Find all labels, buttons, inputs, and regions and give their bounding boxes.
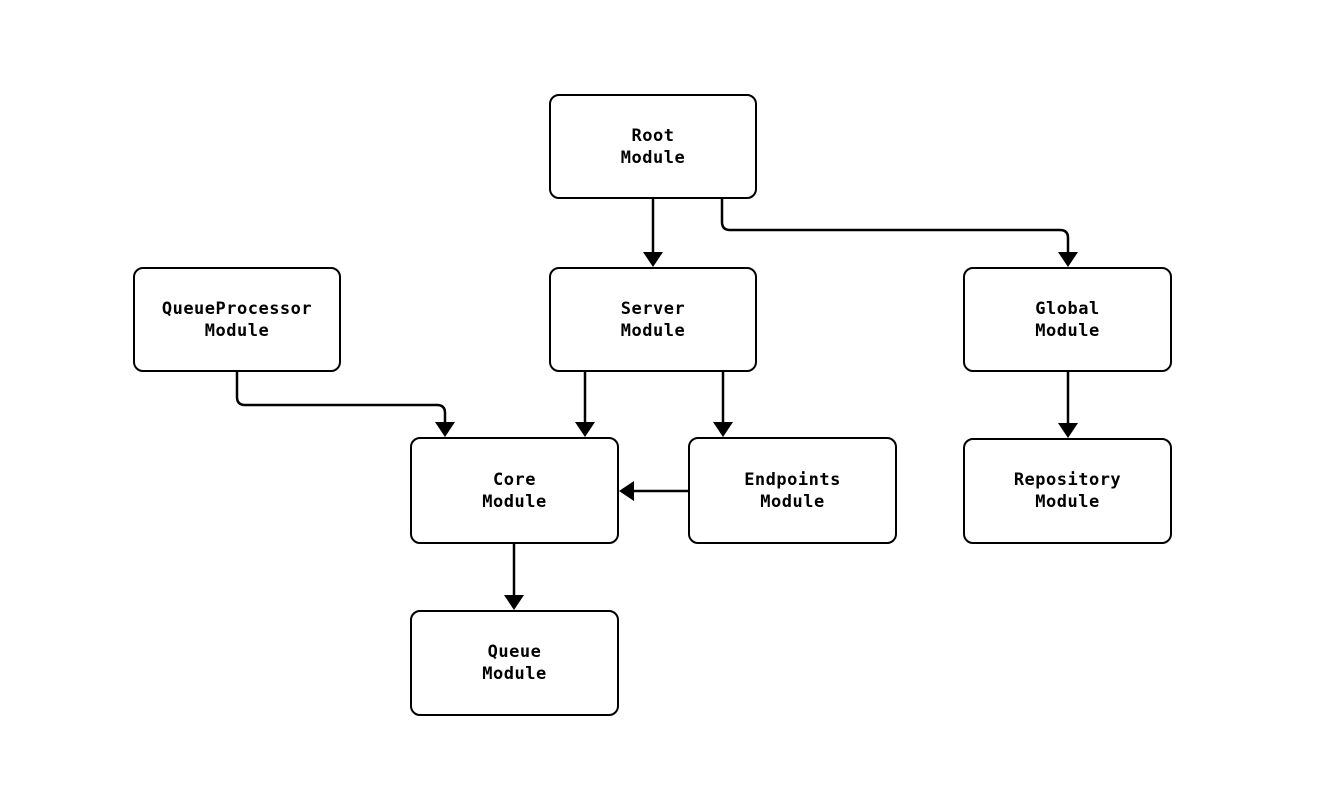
edge-root-to-global [720, 198, 1078, 267]
node-repository-module: Repository Module [963, 438, 1172, 544]
node-queue-module: Queue Module [410, 610, 619, 716]
edge-root-to-server [643, 198, 663, 267]
edge-server-to-core [575, 372, 595, 437]
node-endpoints-module: Endpoints Module [688, 437, 897, 544]
edge-server-to-endpoints [713, 372, 733, 437]
node-core-module: Core Module [410, 437, 619, 544]
node-queueprocessor-module: QueueProcessor Module [133, 267, 341, 372]
node-root-module: Root Module [549, 94, 757, 199]
node-server-module: Server Module [549, 267, 757, 372]
edge-core-to-queue [504, 544, 524, 610]
node-global-module: Global Module [963, 267, 1172, 372]
edge-queueprocessor-to-core [235, 372, 455, 437]
edge-global-to-repository [1058, 372, 1078, 438]
edge-endpoints-to-core [619, 481, 688, 501]
